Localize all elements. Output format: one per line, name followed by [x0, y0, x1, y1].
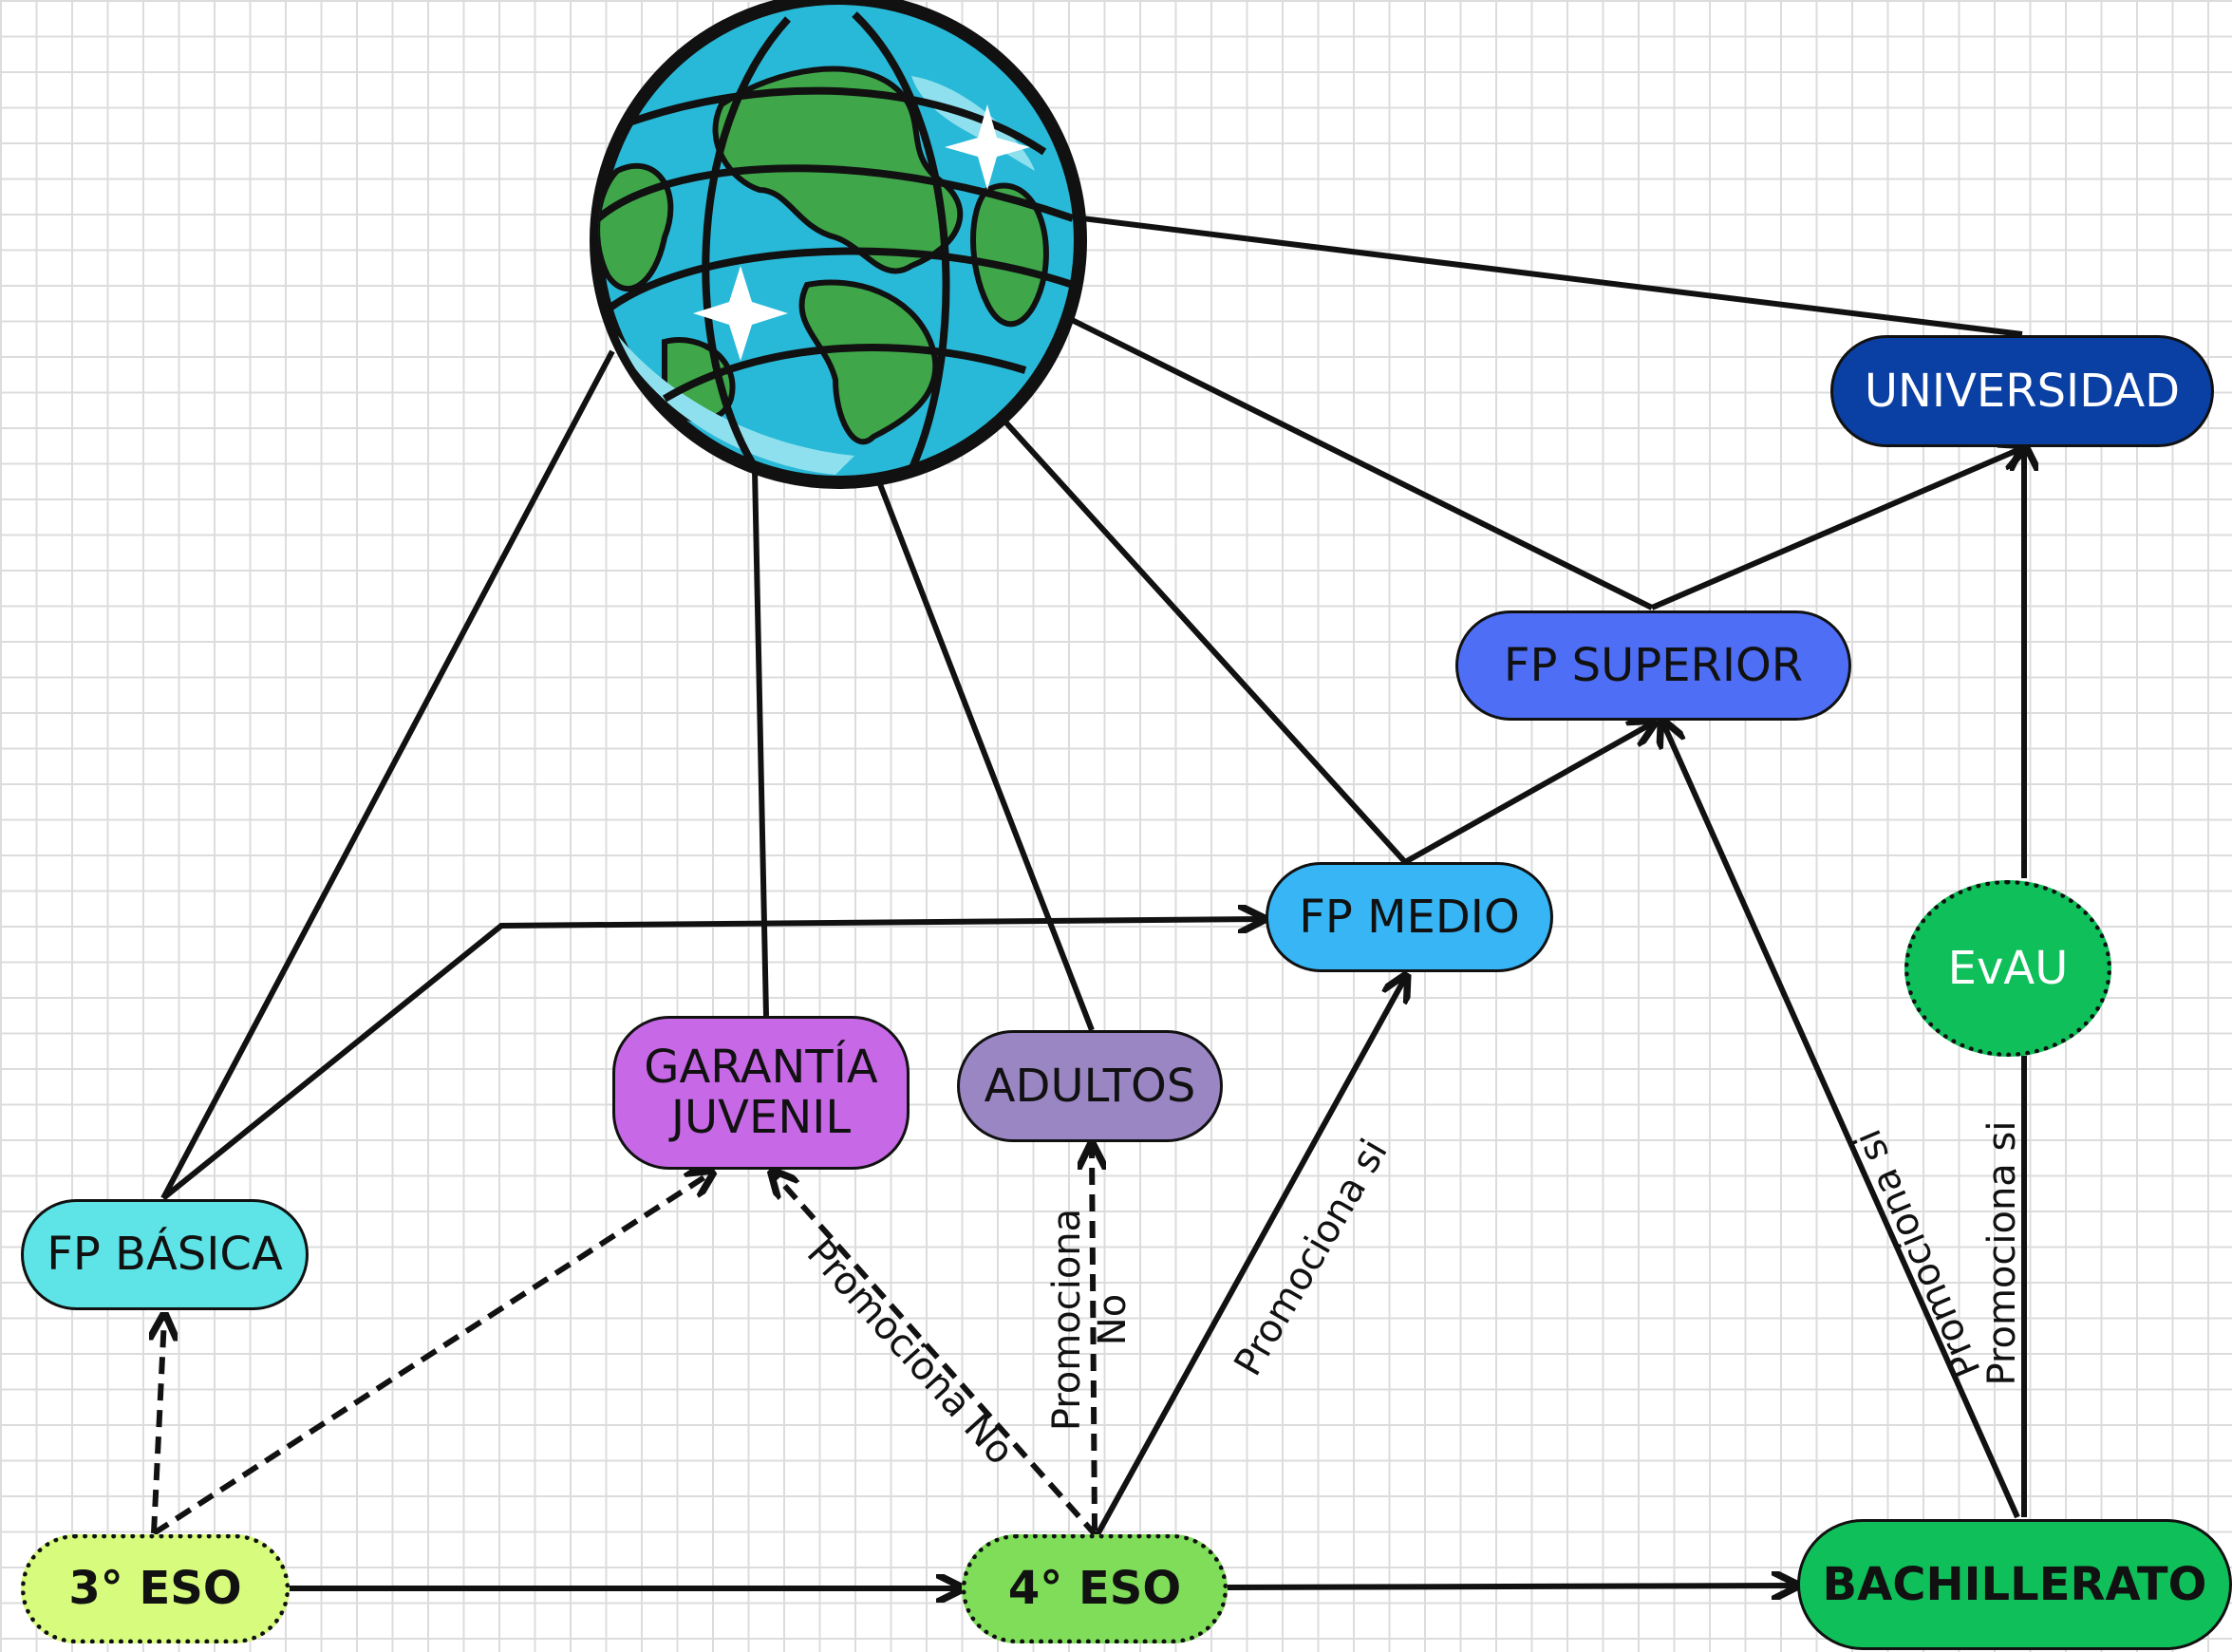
edge-globe-adultos — [875, 478, 1095, 1032]
edge-eso3-fpbasica — [154, 1318, 164, 1534]
edge-fpmedio-fpsuperior — [1403, 723, 1652, 865]
label-promociona-no-adultos: Promociona No — [1045, 1208, 1135, 1432]
edge-fpbasica-fpmedio — [161, 919, 1261, 1201]
edge-bachillerato-fpsuperior — [1663, 723, 2020, 1519]
edge-eso4-fpmedio — [1094, 978, 1405, 1538]
node-3-eso: 3° ESO — [21, 1534, 290, 1643]
node-fp-basica: FP BÁSICA — [21, 1199, 309, 1310]
edge-globe-fpbasica — [160, 349, 615, 1200]
node-adultos: ADULTOS — [957, 1030, 1223, 1142]
edge-globe-universidad — [1081, 216, 2023, 337]
node-evau: EvAU — [1904, 880, 2111, 1057]
edges — [152, 216, 2024, 1588]
globe-icon — [590, 0, 1087, 489]
edge-globe-garantia — [752, 469, 769, 1017]
edge-globe-fpmedio — [999, 415, 1408, 865]
node-bachillerato: BACHILLERATO — [1797, 1519, 2232, 1650]
node-garantia-juvenil: GARANTÍA JUVENIL — [612, 1016, 910, 1170]
label-promociona-si-evau: Promociona si — [1980, 1120, 2024, 1386]
edge-eso4-adultos — [1092, 1147, 1095, 1531]
node-universidad: UNIVERSIDAD — [1830, 335, 2214, 447]
edge-eso4-garantia — [774, 1173, 1099, 1538]
node-4-eso: 4° ESO — [962, 1534, 1228, 1643]
edge-fpsuperior-universidad — [1650, 448, 2022, 610]
edge-eso4-bachillerato — [1227, 1586, 1794, 1587]
edge-eso3-garantia — [152, 1173, 710, 1536]
node-fp-medio: FP MEDIO — [1266, 862, 1553, 972]
edge-globe-fpsuperior — [1066, 315, 1654, 610]
node-fp-superior: FP SUPERIOR — [1455, 610, 1851, 721]
